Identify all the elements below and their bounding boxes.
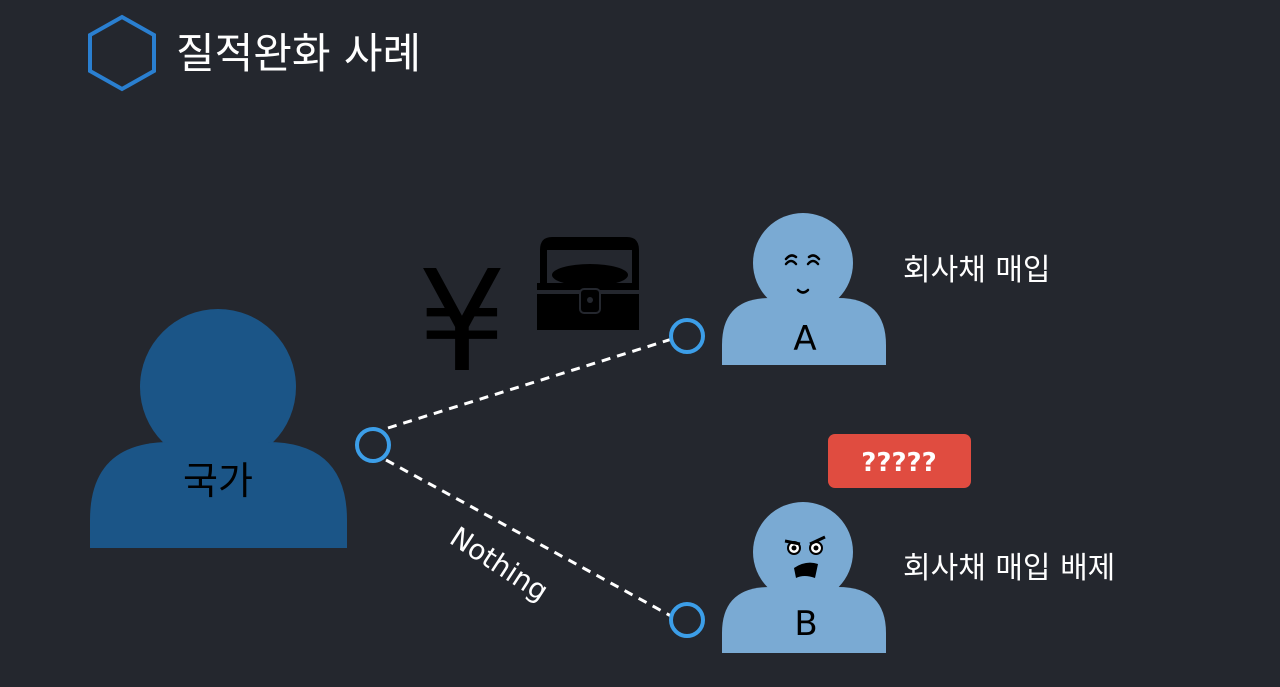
angry-face-icon xyxy=(784,535,826,578)
treasure-chest-icon xyxy=(537,237,639,330)
node-b xyxy=(669,602,705,638)
person-a-icon xyxy=(722,213,886,365)
hexagon-icon xyxy=(88,14,156,92)
person-a-description: 회사채 매입 xyxy=(903,253,1051,288)
edge-label-nothing: Nothing xyxy=(444,520,554,608)
person-b-description: 회사채 매입 배제 xyxy=(903,551,1115,586)
slide-title: 질적완화 사례 xyxy=(176,29,421,78)
connector-b xyxy=(385,458,672,618)
person-b-label: B xyxy=(794,604,817,644)
yen-icon: ¥ xyxy=(417,241,506,404)
state-label: 국가 xyxy=(183,459,253,503)
question-badge-text: ????? xyxy=(861,448,936,478)
connector-a xyxy=(387,337,673,430)
person-b-icon xyxy=(722,502,886,653)
question-badge xyxy=(828,434,971,488)
state-person-icon xyxy=(90,309,347,548)
happy-face-icon xyxy=(784,254,821,294)
person-a-label: A xyxy=(793,319,816,359)
node-a xyxy=(669,318,705,354)
node-origin xyxy=(355,427,391,463)
